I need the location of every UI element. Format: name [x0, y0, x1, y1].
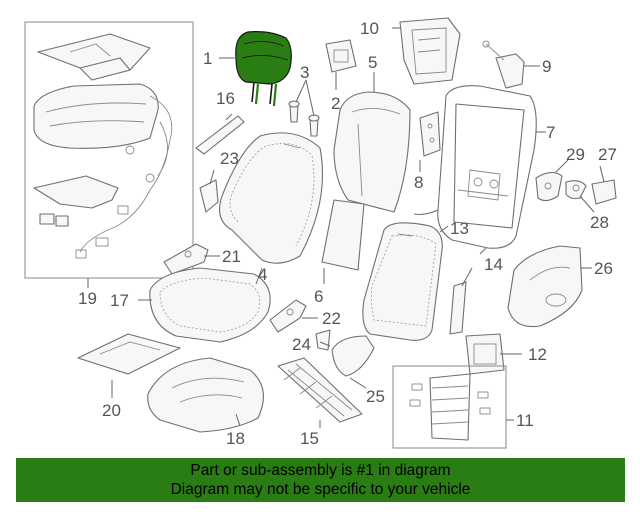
part-28-bezel[interactable] — [565, 180, 587, 200]
callout-22[interactable]: 22 — [322, 309, 341, 328]
part-3-sleeves[interactable] — [288, 100, 320, 137]
callout-28[interactable]: 28 — [590, 213, 609, 232]
callout-5[interactable]: 5 — [368, 53, 377, 72]
part-15-mesh[interactable] — [277, 357, 363, 423]
callout-7[interactable]: 7 — [546, 123, 555, 142]
part-1-headrest[interactable] — [235, 31, 292, 107]
leader-lines — [87, 27, 605, 428]
notice-line-1: Part or sub-assembly is #1 in diagram — [190, 462, 451, 479]
part-17-seat-cushion[interactable] — [149, 267, 271, 343]
notice-banner: Part or sub-assembly is #1 in diagram Di… — [16, 458, 625, 502]
part-25-cover[interactable] — [331, 335, 375, 377]
callout-6[interactable]: 6 — [314, 287, 323, 306]
part-20-pad[interactable] — [77, 333, 181, 375]
part-5-back-foam[interactable] — [333, 91, 411, 213]
part-4-back-cover[interactable] — [219, 132, 324, 264]
callout-26[interactable]: 26 — [594, 259, 613, 278]
callout-14[interactable]: 14 — [484, 255, 503, 274]
callout-21[interactable]: 21 — [222, 247, 241, 266]
part-2-guide[interactable] — [325, 39, 357, 73]
part-18-cushion-foam[interactable] — [147, 357, 264, 433]
callout-numbers: 1 2 3 4 5 6 7 8 9 10 11 12 13 14 15 16 1… — [78, 19, 617, 448]
callout-19[interactable]: 19 — [78, 289, 97, 308]
callout-1[interactable]: 1 — [203, 49, 212, 68]
callout-4[interactable]: 4 — [258, 265, 267, 284]
callout-10[interactable]: 10 — [360, 19, 379, 38]
seat-parts-diagram: 1 2 3 4 5 6 7 8 9 10 11 12 13 14 15 16 1… — [24, 17, 617, 449]
callout-15[interactable]: 15 — [300, 429, 319, 448]
callout-18[interactable]: 18 — [226, 429, 245, 448]
part-9-bracket[interactable] — [482, 40, 525, 89]
part-8-trim[interactable] — [419, 111, 441, 157]
callout-2[interactable]: 2 — [331, 94, 340, 113]
part-11-assembly-box[interactable] — [392, 365, 507, 449]
callout-12[interactable]: 12 — [528, 345, 547, 364]
part-19-assembly-box — [24, 21, 194, 279]
part-26-side-shield[interactable] — [507, 245, 583, 328]
callout-24[interactable]: 24 — [292, 335, 311, 354]
part-16-side-trim[interactable] — [195, 115, 245, 155]
callout-11[interactable]: 11 — [516, 411, 534, 430]
callout-27[interactable]: 27 — [598, 145, 617, 164]
callout-16[interactable]: 16 — [216, 89, 235, 108]
callout-13[interactable]: 13 — [450, 219, 469, 238]
part-6-back-pad[interactable] — [321, 199, 365, 271]
part-13-back-panel[interactable] — [362, 222, 443, 341]
part-12-module[interactable] — [465, 333, 505, 375]
callout-20[interactable]: 20 — [102, 401, 121, 420]
callout-8[interactable]: 8 — [414, 173, 423, 192]
callout-25[interactable]: 25 — [366, 387, 385, 406]
callout-3[interactable]: 3 — [300, 63, 309, 82]
callout-23[interactable]: 23 — [220, 149, 239, 168]
part-22-bracket[interactable] — [269, 299, 307, 333]
callout-17[interactable]: 17 — [110, 291, 129, 310]
part-23-bracket[interactable] — [199, 179, 219, 213]
part-24-bracket[interactable] — [315, 329, 331, 351]
part-14-strip[interactable] — [449, 281, 467, 335]
part-29-switch[interactable] — [535, 171, 563, 202]
callout-9[interactable]: 9 — [542, 57, 551, 76]
callout-29[interactable]: 29 — [566, 145, 585, 164]
part-10-frame-top[interactable] — [399, 17, 461, 85]
part-7-back-frame[interactable] — [413, 85, 537, 255]
notice-line-2: Diagram may not be specific to your vehi… — [170, 481, 471, 498]
part-27-module[interactable] — [591, 179, 617, 205]
